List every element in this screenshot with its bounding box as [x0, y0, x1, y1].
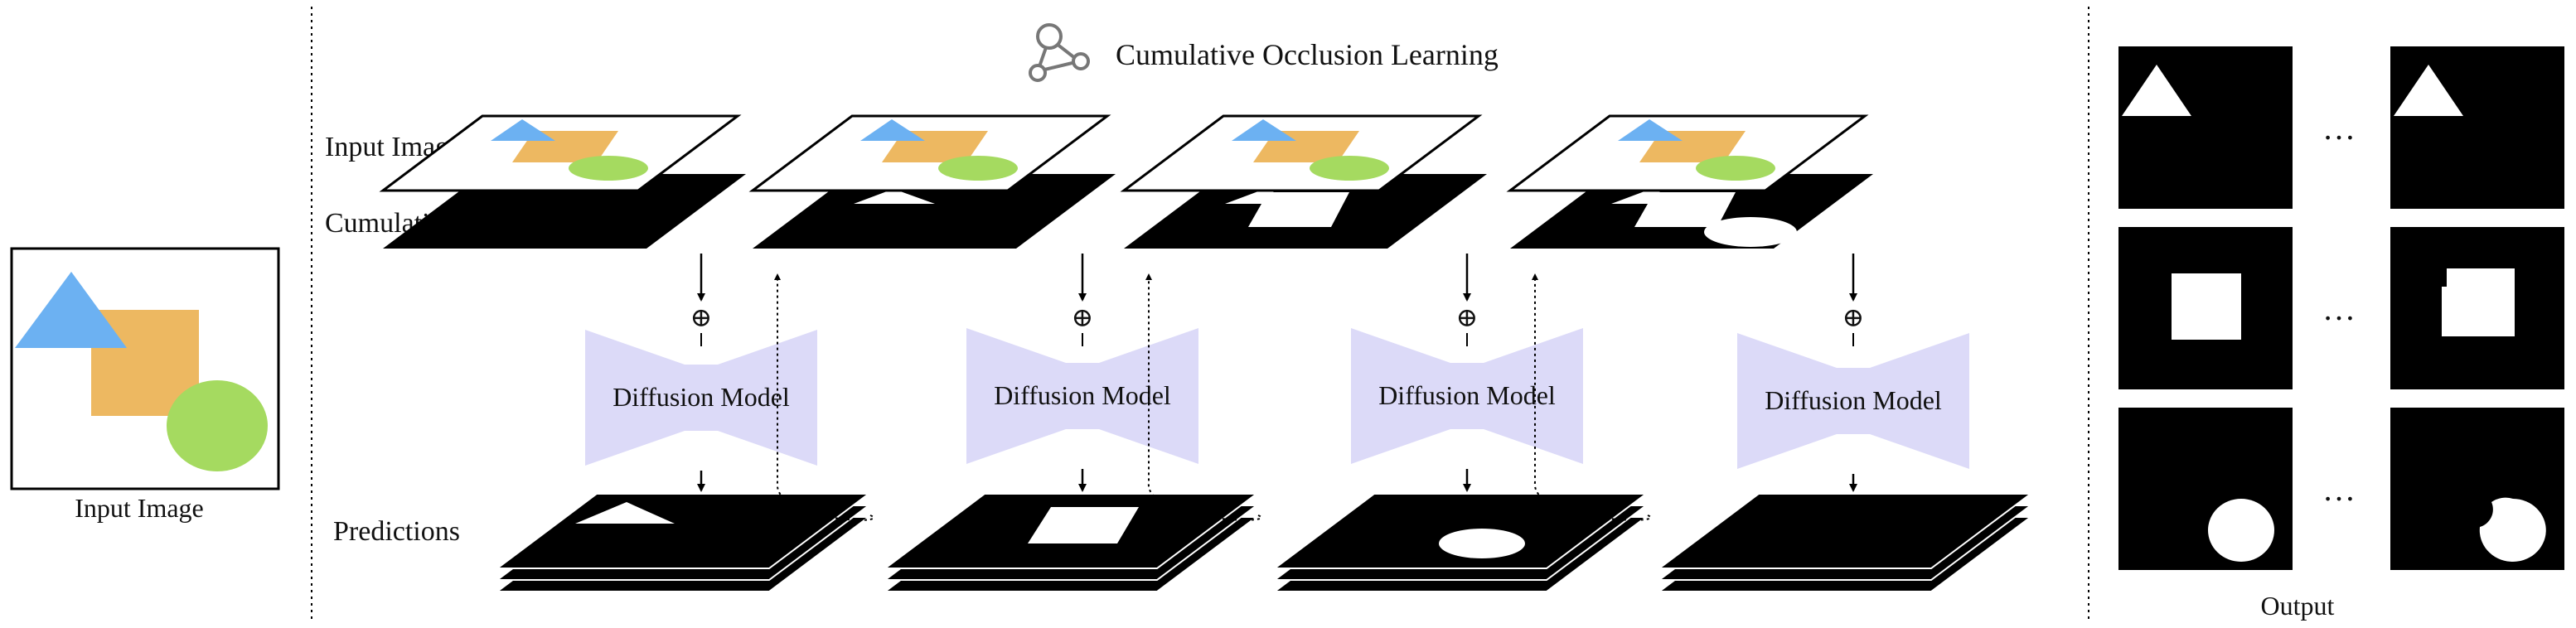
plate-circle-shape	[569, 156, 648, 181]
left-input-panel: Input Image	[10, 247, 280, 523]
diffusion-model-label: Diffusion Model	[1765, 385, 1942, 415]
output-circle-shape	[2479, 497, 2546, 562]
stage-3: ⊕ Diffusion Model	[1120, 114, 1652, 592]
prediction-stack	[1657, 493, 2033, 592]
cumulative-mask-plate	[753, 174, 1116, 249]
output-ellipsis: …	[2322, 290, 2356, 327]
output-panel: … … …	[2118, 46, 2564, 570]
output-triangle-shape	[2122, 65, 2191, 116]
input-circle-shape	[167, 380, 268, 471]
input-image-caption: Input Image	[75, 493, 204, 523]
plate-triangle-shape	[1232, 119, 1296, 141]
row-label-predictions: Predictions	[333, 516, 460, 547]
output-row-2: …	[2118, 227, 2564, 389]
concat-operator: ⊕	[1456, 302, 1479, 332]
diffusion-model-label: Diffusion Model	[994, 380, 1171, 410]
output-circle-shape	[2208, 499, 2274, 562]
diffusion-model-block	[1737, 333, 1969, 469]
output-caption: Output	[2261, 591, 2335, 621]
plate-circle-shape	[938, 156, 1018, 181]
output-row-1: …	[2118, 46, 2564, 209]
mask-hole-ellipse	[1704, 217, 1797, 247]
prediction-square-shape	[1028, 507, 1139, 543]
diffusion-model-block	[585, 330, 817, 466]
input-triangle-shape	[15, 272, 127, 348]
output-triangle-shape	[2394, 65, 2463, 116]
prediction-stack	[495, 493, 871, 592]
diagram-header: Cumulative Occlusion Learning	[1029, 23, 1499, 82]
feedback-dotted-arrow	[774, 273, 874, 521]
diffusion-model-block	[1351, 328, 1583, 464]
output-mask-last	[2390, 46, 2564, 209]
pipeline-stages: ⊕ Diffusion Model ⊕ Diffusion Model ⊕ Diffusi…	[379, 114, 2033, 592]
output-square-shape	[2172, 273, 2241, 340]
diagram-title: Cumulative Occlusion Learning	[1116, 38, 1499, 71]
mask-hole-square	[1634, 192, 1736, 227]
output-row-3: …	[2118, 408, 2564, 570]
cumulative-mask-plate	[383, 174, 746, 249]
stage-1: ⊕ Diffusion Model	[379, 114, 874, 592]
mask-hole-triangle	[854, 189, 935, 204]
diffusion-model-label: Diffusion Model	[613, 382, 790, 412]
feedback-dotted-arrow	[1145, 273, 1262, 521]
prediction-triangle-shape	[575, 502, 675, 524]
output-mask-first	[2118, 46, 2293, 209]
plate-circle-shape	[1696, 156, 1775, 181]
prediction-stack	[1272, 493, 1649, 592]
prediction-sheet-3	[1657, 493, 2033, 569]
plate-triangle-shape	[1618, 119, 1683, 141]
plate-triangle-shape	[860, 119, 925, 141]
prediction-stack	[883, 493, 1259, 592]
plate-triangle-shape	[491, 119, 555, 141]
diffusion-model-label: Diffusion Model	[1378, 380, 1556, 410]
output-ellipsis: …	[2322, 471, 2356, 508]
mask-hole-square	[1248, 192, 1349, 227]
stage-4: ⊕ Diffusion Model	[1506, 114, 2033, 592]
concat-operator: ⊕	[1842, 302, 1865, 332]
concat-operator: ⊕	[1072, 302, 1094, 332]
output-ellipsis: …	[2322, 109, 2356, 147]
output-square-shape	[2442, 268, 2515, 336]
stage-2: ⊕ Diffusion Model	[748, 114, 1262, 592]
diffusion-model-block	[966, 328, 1198, 464]
plate-circle-shape	[1310, 156, 1389, 181]
prediction-ellipse-shape	[1439, 529, 1525, 558]
concat-operator: ⊕	[690, 302, 713, 332]
prediction-sheet-3	[495, 493, 871, 569]
graph-nodes-icon	[1029, 23, 1090, 82]
